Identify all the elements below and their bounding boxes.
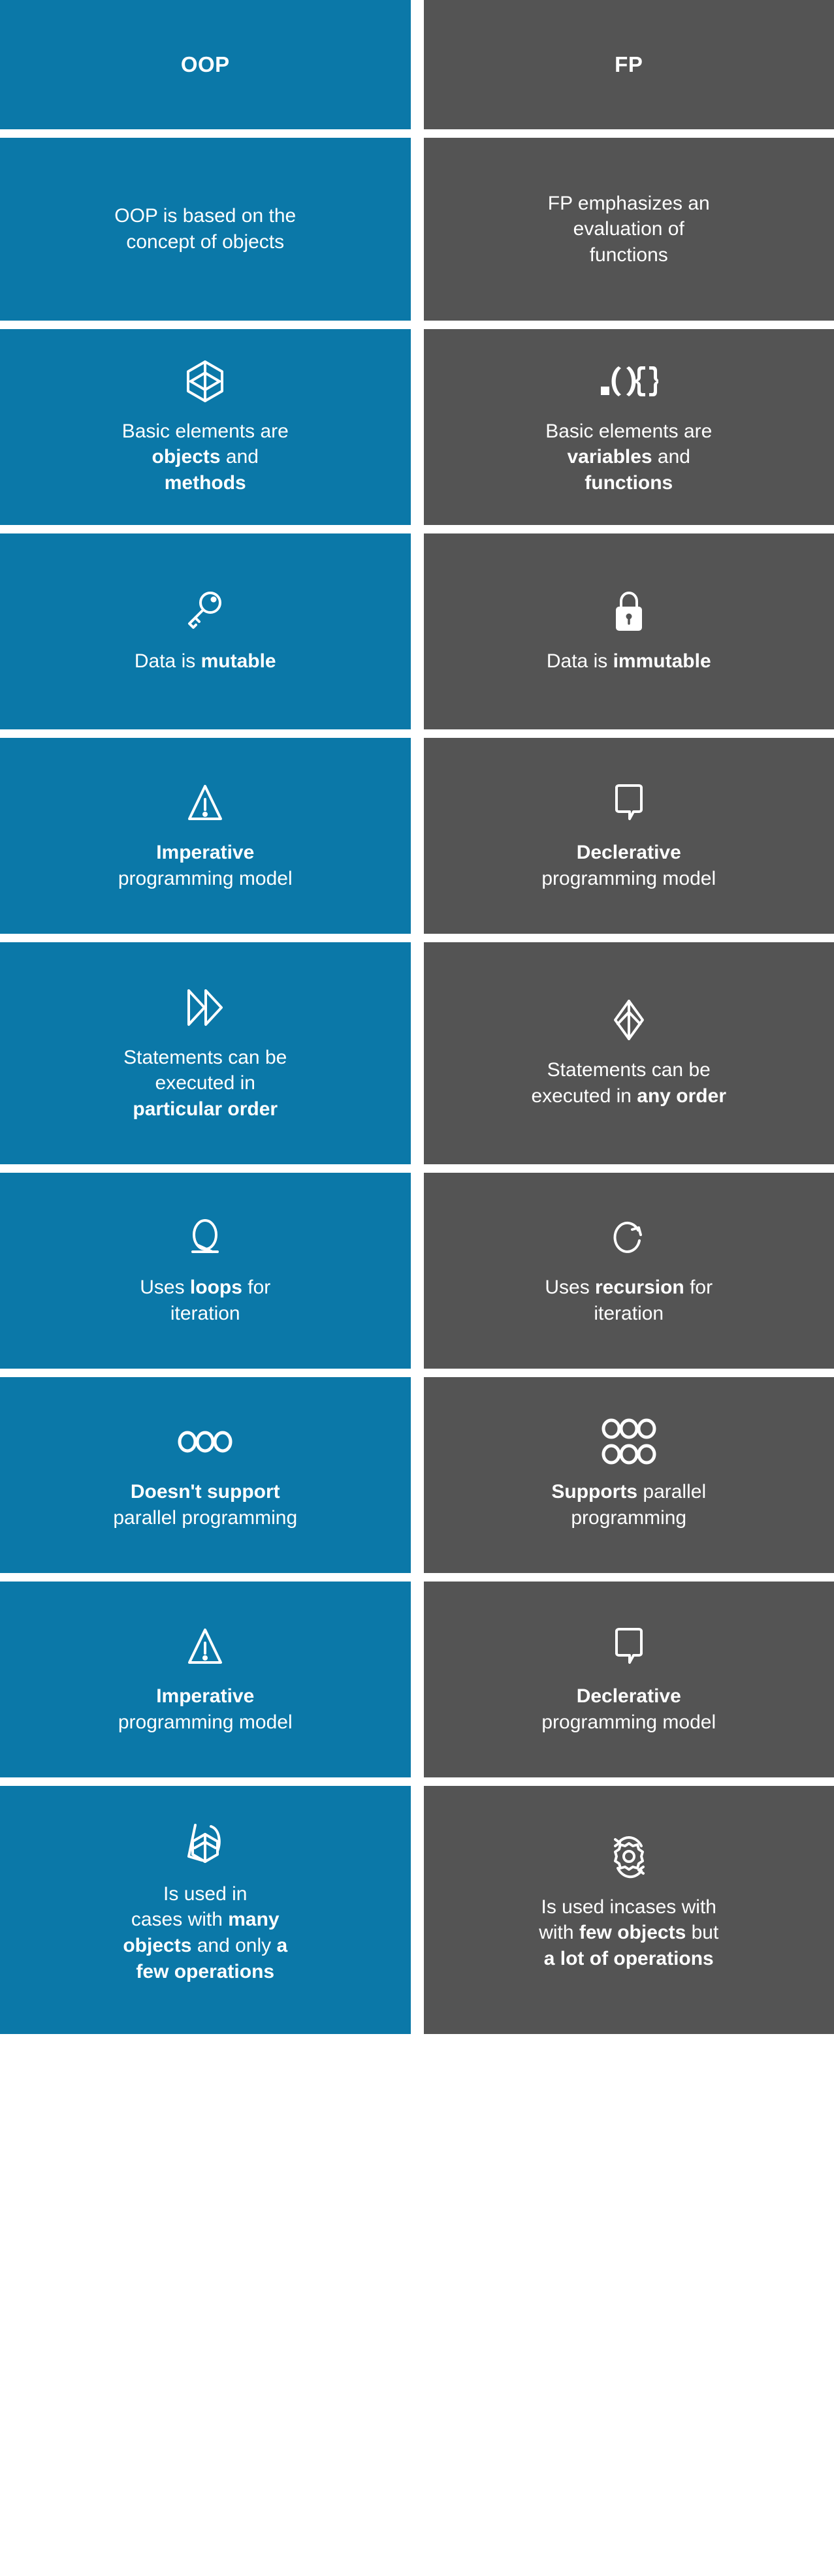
serial-circles-icon — [178, 1419, 233, 1465]
cell-text-fp-mutability: Data is immutable — [546, 650, 711, 673]
multiple-cubes-icon — [184, 1821, 227, 1867]
lock-icon — [613, 588, 645, 634]
header-label-fp: FP — [615, 52, 643, 76]
loop-icon — [187, 1215, 223, 1260]
diamond-split-icon — [613, 997, 645, 1043]
warning-triangle-icon — [187, 1623, 223, 1669]
code-brackets-icon — [600, 358, 658, 404]
speech-bubble-icon — [613, 1623, 645, 1669]
cell-fp-mutability: Data is immutable — [423, 533, 834, 729]
gear-cycle-icon — [609, 1834, 649, 1880]
key-icon — [187, 588, 223, 634]
recursion-arrow-icon — [612, 1215, 646, 1260]
header-cell-oop: OOP — [0, 0, 411, 129]
cell-oop-mutability: Data is mutable — [0, 533, 411, 729]
header-cell-fp: FP — [423, 0, 834, 129]
parallel-circles-icon — [601, 1418, 656, 1465]
header-label-oop: OOP — [180, 52, 230, 76]
cell-text-oop-mutability: Data is mutable — [134, 650, 276, 673]
speech-bubble-icon — [613, 780, 645, 825]
fast-forward-icon — [185, 985, 225, 1030]
cube-icon — [185, 358, 225, 404]
table-row-mutability: Data is mutable Data is immutable — [0, 533, 834, 729]
warning-triangle-icon — [187, 780, 223, 825]
table-header-row: OOP FP — [0, 0, 834, 129]
